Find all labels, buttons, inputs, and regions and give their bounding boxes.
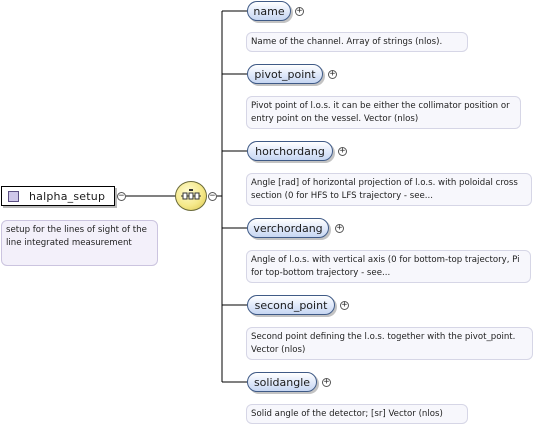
- element-pivot-point-label: pivot_point: [254, 67, 316, 81]
- doc-horchordang: Angle [rad] of horizontal projection of …: [246, 173, 532, 206]
- element-name-label: name: [253, 4, 285, 18]
- element-icon: [8, 190, 19, 202]
- root-element-halpha-setup[interactable]: halpha_setup: [1, 186, 115, 206]
- doc-horchordang-text: Angle [rad] of horizontal projection of …: [251, 178, 518, 201]
- root-element-label: halpha_setup: [29, 189, 106, 203]
- sequence-icon: [181, 189, 201, 200]
- element-solidangle[interactable]: solidangle: [247, 372, 317, 392]
- expand-solidangle-icon[interactable]: +: [322, 377, 331, 387]
- element-name[interactable]: name: [247, 1, 291, 21]
- expand-pivot-point-icon[interactable]: +: [328, 69, 337, 79]
- doc-verchordang: Angle of l.o.s. with vertical axis (0 fo…: [246, 250, 531, 283]
- sequence-compositor[interactable]: [175, 181, 207, 211]
- element-solidangle-label: solidangle: [253, 375, 311, 389]
- compositor-collapse-icon[interactable]: −: [208, 191, 217, 201]
- expand-verchordang-icon[interactable]: +: [335, 223, 344, 233]
- doc-pivot-point-text: Pivot point of l.o.s. it can be either t…: [251, 101, 510, 124]
- doc-name: Name of the channel. Array of strings (n…: [246, 32, 468, 52]
- root-documentation-text: setup for the lines of sight of the line…: [6, 225, 147, 248]
- element-verchordang-label: verchordang: [253, 221, 323, 235]
- expand-name-icon[interactable]: +: [295, 6, 304, 16]
- doc-name-text: Name of the channel. Array of strings (n…: [251, 37, 443, 47]
- doc-second-point: Second point defining the l.o.s. togethe…: [246, 327, 533, 360]
- doc-verchordang-text: Angle of l.o.s. with vertical axis (0 fo…: [251, 255, 520, 278]
- element-pivot-point[interactable]: pivot_point: [247, 64, 323, 84]
- element-second-point[interactable]: second_point: [247, 295, 335, 315]
- doc-solidangle: Solid angle of the detector; [sr] Vector…: [246, 404, 468, 424]
- element-horchordang-label: horchordang: [255, 144, 325, 158]
- element-horchordang[interactable]: horchordang: [247, 141, 333, 161]
- element-verchordang[interactable]: verchordang: [247, 218, 329, 238]
- root-documentation: setup for the lines of sight of the line…: [1, 220, 158, 266]
- expand-second-point-icon[interactable]: +: [340, 300, 349, 310]
- root-collapse-icon[interactable]: −: [117, 191, 126, 201]
- expand-horchordang-icon[interactable]: +: [338, 146, 347, 156]
- element-second-point-label: second_point: [254, 298, 328, 312]
- doc-pivot-point: Pivot point of l.o.s. it can be either t…: [246, 96, 521, 129]
- doc-second-point-text: Second point defining the l.o.s. togethe…: [251, 332, 516, 355]
- doc-solidangle-text: Solid angle of the detector; [sr] Vector…: [251, 409, 443, 419]
